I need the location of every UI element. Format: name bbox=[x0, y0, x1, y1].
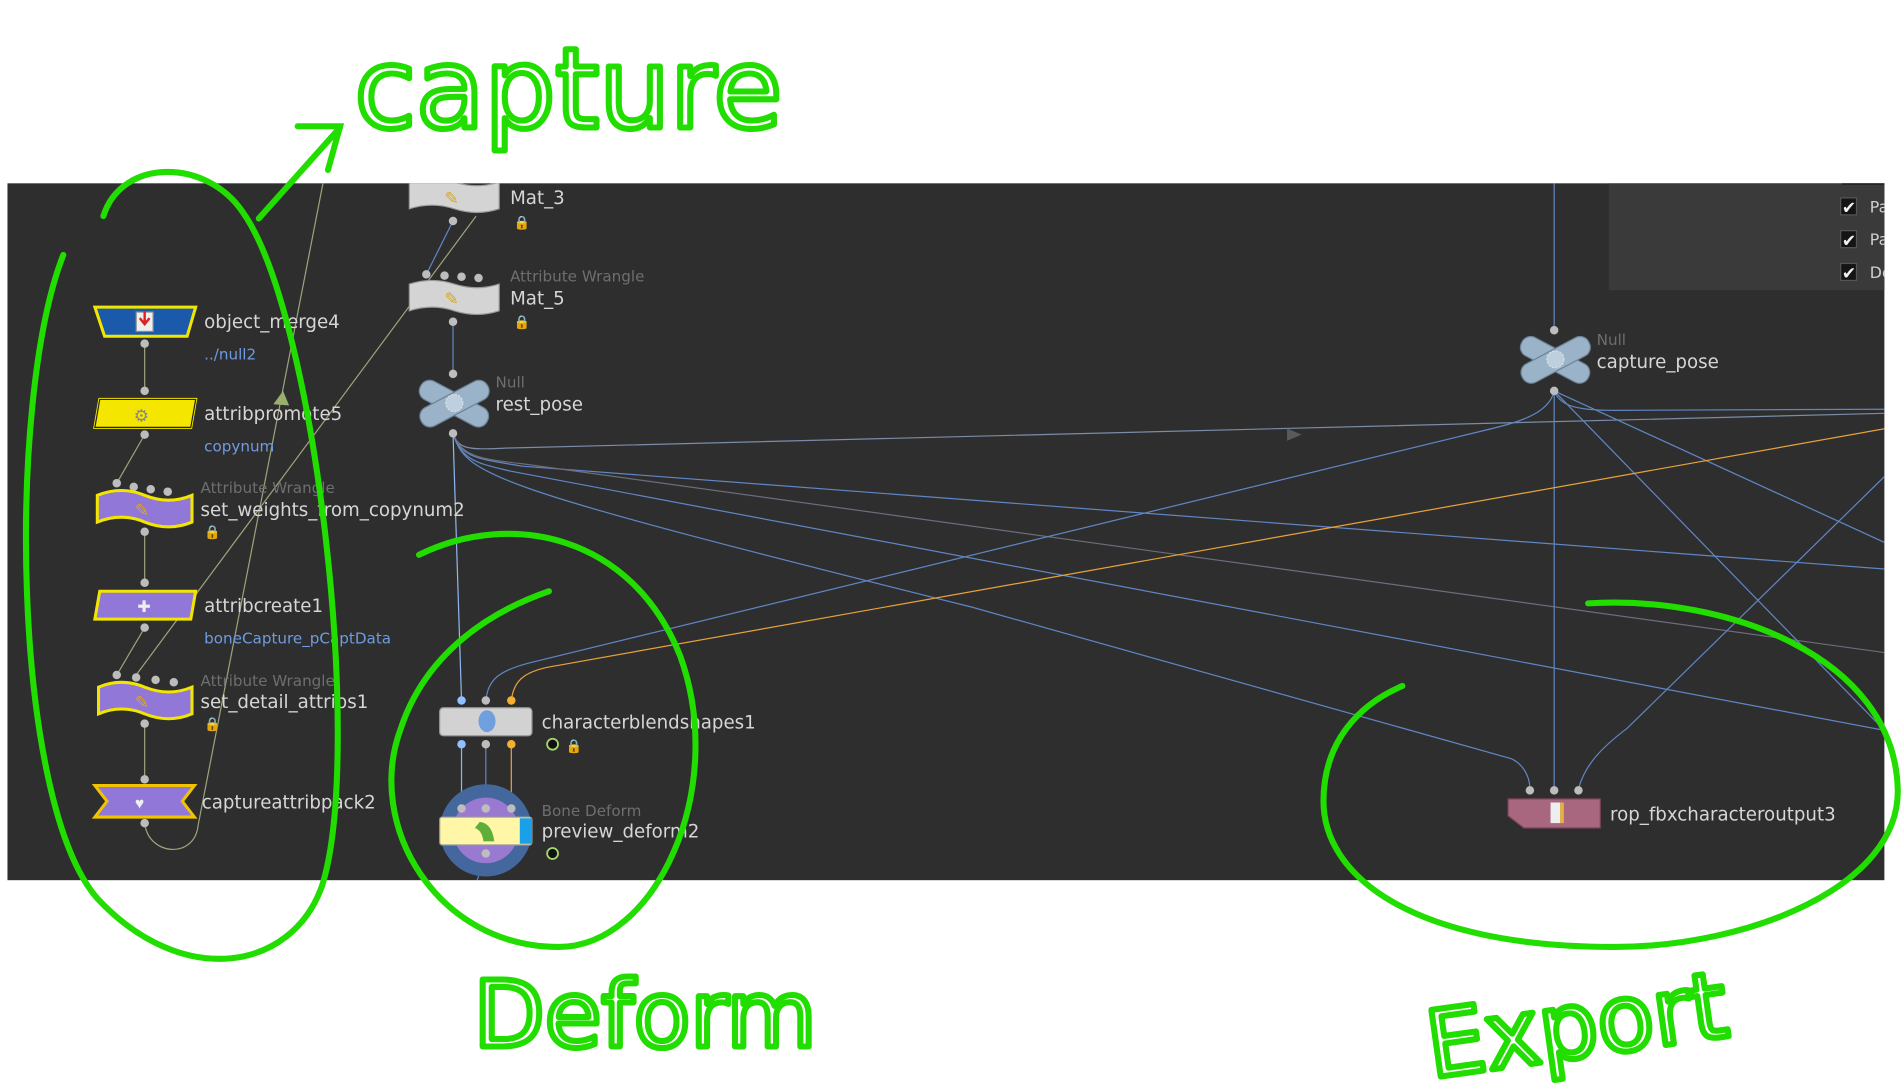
lock-icon: 🔒 bbox=[204, 716, 221, 731]
lock-icon: 🔒 bbox=[514, 215, 531, 230]
annotation-export: Export bbox=[1420, 951, 1734, 1089]
lock-icon: 🔒 bbox=[566, 738, 583, 753]
network-panel[interactable] bbox=[7, 183, 1885, 881]
time-dependent-icon bbox=[546, 847, 559, 860]
param-checkbox[interactable]: ✔ Pa bbox=[1840, 197, 1889, 218]
svg-text:Null: Null bbox=[496, 373, 525, 391]
annotations: capture Deform Export bbox=[22, 21, 1901, 1089]
node-mat3[interactable]: ✎ Mat_3 🔒 bbox=[408, 178, 565, 230]
blendshape-head-icon bbox=[478, 710, 496, 733]
node-object-merge4[interactable]: object_merge4 ../null2 bbox=[92, 305, 340, 363]
time-dependent-icon bbox=[546, 737, 559, 751]
svg-text:rest_pose: rest_pose bbox=[496, 394, 583, 415]
svg-text:attribcreate1: attribcreate1 bbox=[204, 596, 323, 617]
node-characterblendshapes1[interactable]: characterblendshapes1 🔒 bbox=[439, 696, 756, 753]
wrangle-icon: ✎ bbox=[445, 290, 459, 309]
lock-icon: 🔒 bbox=[204, 525, 221, 540]
node-rop-fbxcharacteroutput3[interactable]: rop_fbxcharacteroutput3 bbox=[1507, 786, 1836, 829]
param-checkbox[interactable]: ✔ Pa bbox=[1840, 230, 1889, 250]
check-icon: ✔ bbox=[1842, 199, 1856, 218]
node-set-detail-attribs1[interactable]: ✎ Attribute Wrangle set_detail_attribs1 … bbox=[97, 670, 369, 732]
wrangle-shape bbox=[97, 680, 194, 721]
svg-text:Bone Deform: Bone Deform bbox=[542, 802, 642, 820]
svg-text:attribpromote5: attribpromote5 bbox=[204, 404, 342, 425]
annotation-deform: Deform bbox=[474, 961, 817, 1069]
output-connector[interactable] bbox=[448, 216, 458, 226]
svg-text:../null2: ../null2 bbox=[204, 345, 256, 363]
wrangle-icon: ✎ bbox=[135, 501, 149, 520]
svg-text:set_detail_attribs1: set_detail_attribs1 bbox=[201, 692, 369, 713]
parameter-overlay: ✔ Pa ✔ Pa ✔ De bbox=[1608, 183, 1892, 291]
bone-icon bbox=[474, 821, 495, 842]
svg-text:De: De bbox=[1870, 263, 1892, 282]
check-icon: ✔ bbox=[1842, 264, 1856, 283]
node-set-weights-from-copynum2[interactable]: ✎ Attribute Wrangle set_weights_from_cop… bbox=[95, 479, 465, 540]
node-preview-deform2[interactable]: Bone Deform preview_deform2 bbox=[439, 784, 700, 877]
wrangle-icon: ✎ bbox=[135, 693, 149, 712]
node-attribcreate1[interactable]: ✚ attribcreate1 boneCapture_pCaptData bbox=[93, 578, 391, 648]
svg-text:capture_pose: capture_pose bbox=[1597, 352, 1719, 373]
svg-text:object_merge4: object_merge4 bbox=[204, 312, 340, 333]
wrangle-icon: ✎ bbox=[445, 189, 459, 208]
null-icon bbox=[418, 379, 490, 428]
svg-text:preview_deform2: preview_deform2 bbox=[542, 822, 700, 843]
display-flag[interactable] bbox=[519, 818, 532, 844]
rop-icon bbox=[1550, 802, 1561, 824]
node-rest-pose[interactable]: Null rest_pose bbox=[416, 369, 583, 438]
node-mat5[interactable]: ✎ Attribute Wrangle Mat_5 🔒 bbox=[408, 268, 644, 330]
svg-text:characterblendshapes1: characterblendshapes1 bbox=[542, 712, 756, 733]
check-icon: ✔ bbox=[1842, 231, 1856, 250]
svg-text:Pa: Pa bbox=[1870, 230, 1888, 249]
svg-text:Attribute Wrangle: Attribute Wrangle bbox=[201, 479, 335, 497]
svg-text:Mat_3: Mat_3 bbox=[510, 188, 565, 209]
svg-text:boneCapture_pCaptData: boneCapture_pCaptData bbox=[204, 629, 391, 648]
annotation-capture: capture bbox=[355, 24, 783, 154]
svg-text:Attribute Wrangle: Attribute Wrangle bbox=[510, 268, 644, 286]
null-icon bbox=[1519, 335, 1591, 384]
svg-text:copynum: copynum bbox=[204, 438, 274, 456]
param-checkbox[interactable]: ✔ De bbox=[1840, 262, 1892, 283]
svg-text:rop_fbxcharacteroutput3: rop_fbxcharacteroutput3 bbox=[1610, 805, 1836, 826]
svg-text:set_weights_from_copynum2: set_weights_from_copynum2 bbox=[201, 500, 465, 521]
node-capture-pose[interactable]: Null capture_pose bbox=[1517, 325, 1719, 396]
wrangle-shape bbox=[408, 183, 500, 214]
svg-text:Attribute Wrangle: Attribute Wrangle bbox=[201, 672, 335, 690]
arrow-icon bbox=[255, 123, 345, 222]
svg-text:captureattribpack2: captureattribpack2 bbox=[202, 793, 376, 814]
node-shape bbox=[91, 783, 198, 819]
node-shape bbox=[93, 589, 198, 621]
wrangle-shape bbox=[95, 488, 194, 529]
svg-text:Mat_5: Mat_5 bbox=[510, 289, 565, 310]
pack-icon: ♥ bbox=[135, 796, 144, 813]
svg-text:Null: Null bbox=[1597, 331, 1626, 349]
svg-text:Pa: Pa bbox=[1870, 197, 1888, 216]
attribcreate-icon: ✚ bbox=[137, 599, 150, 616]
wires bbox=[116, 183, 1885, 881]
lock-icon: 🔒 bbox=[514, 315, 531, 330]
wrangle-shape bbox=[408, 279, 500, 316]
promote-icon: ⚙ bbox=[134, 406, 149, 425]
